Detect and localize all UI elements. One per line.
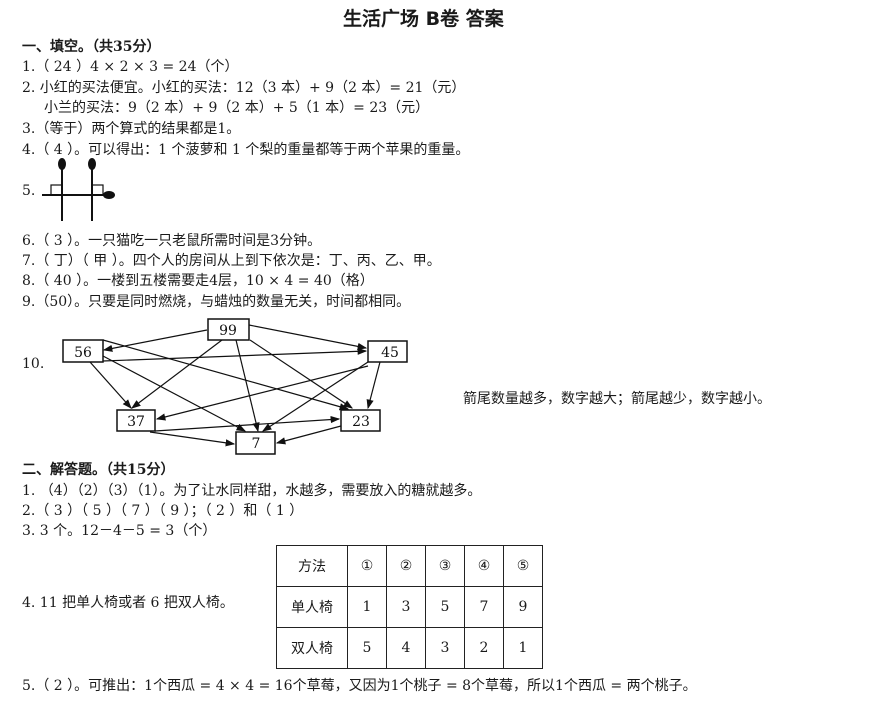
table-cell: ⑤: [503, 545, 543, 587]
answer-line: 2.（ 3 ）（ 5 ）（ 7 ）（ 9 ）；（ 2 ）和（ 1 ）: [22, 503, 304, 519]
node-7: 7: [252, 436, 261, 452]
section2-heading: 二、解答题。（共15分）: [22, 462, 175, 478]
node-23: 23: [352, 414, 370, 430]
table-cell: 1: [347, 586, 387, 628]
table-cell: 2: [464, 627, 504, 669]
answer-line: 4. 11 把单人椅或者 6 把双人椅。: [22, 595, 234, 611]
table-cell: 双人椅: [276, 627, 348, 669]
node-45: 45: [381, 345, 399, 361]
page-title: 生活广场 B卷 答案: [343, 8, 504, 30]
perpendicular-lines-figure: [42, 158, 115, 221]
answer-line: 10.: [22, 356, 45, 372]
table-cell: 3: [386, 586, 426, 628]
table-cell: 方法: [276, 545, 348, 587]
node-box: [340, 409, 381, 432]
answer-line: 1.（ 24 ）4 × 2 × 3 = 24（个）: [22, 59, 239, 75]
answer-line: 5.: [22, 183, 36, 199]
table-cell: 4: [386, 627, 426, 669]
table-row: 单人椅 1 3 5 7 9: [276, 586, 543, 628]
table-cell: 单人椅: [276, 586, 348, 628]
table-cell: ③: [425, 545, 465, 587]
node-99: 99: [219, 323, 237, 339]
node-56: 56: [74, 345, 92, 361]
diagram-note: 箭尾数量越多，数字越大；箭尾越少，数字越小。: [463, 391, 771, 407]
arrow-diagram: [89, 324, 381, 447]
answer-line: 1. （4）（2）（3）（1）。为了让水同样甜，水越多，需要放入的糖就越多。: [22, 483, 482, 499]
answer-line: 2. 小红的买法便宜。小红的买法：12（3 本）+ 9（2 本）= 21（元）: [22, 80, 466, 96]
answer-line: 小兰的买法：9（2 本）+ 9（2 本）+ 5（1 本）= 23（元）: [44, 100, 430, 116]
table-cell: ①: [347, 545, 387, 587]
table-cell: 1: [503, 627, 543, 669]
table-row: 双人椅 5 4 3 2 1: [276, 627, 543, 669]
node-37: 37: [127, 414, 145, 430]
node-box: [62, 339, 104, 363]
table-cell: 5: [347, 627, 387, 669]
table-cell: 7: [464, 586, 504, 628]
node-box: [116, 409, 156, 432]
answer-line: 8.（ 40 ）。一楼到五楼需要走4层，10 × 4 = 40（格）: [22, 273, 374, 289]
node-box: [367, 340, 408, 363]
node-box: [207, 318, 250, 341]
answer-line: 3. 3 个。12－4－5 = 3（个）: [22, 523, 217, 539]
answer-line: 9.（50）。只要是同时燃烧，与蜡烛的数量无关，时间都相同。: [22, 294, 411, 310]
answer-line: 3.（等于）两个算式的结果都是1。: [22, 121, 241, 137]
table-cell: 3: [425, 627, 465, 669]
section1-heading: 一、填空。（共35分）: [22, 39, 161, 55]
table-cell: 5: [425, 586, 465, 628]
table-header-row: 方法 ① ② ③ ④ ⑤: [276, 545, 543, 587]
answer-line: 4.（ 4 ）。可以得出：1 个菠萝和 1 个梨的重量都等于两个苹果的重量。: [22, 142, 470, 158]
answer-line: 7.（ 丁）（ 甲 ）。四个人的房间从上到下依次是：丁、丙、乙、甲。: [22, 253, 441, 269]
answer-line: 5.（ 2 ）。可推出：1个西瓜 = 4 × 4 = 16个草莓，又因为1个桃子…: [22, 678, 697, 694]
table-cell: ④: [464, 545, 504, 587]
node-box: [235, 431, 276, 455]
table-cell: 9: [503, 586, 543, 628]
answer-line: 6.（ 3 ）。一只猫吃一只老鼠所需时间是3分钟。: [22, 233, 322, 249]
table-cell: ②: [386, 545, 426, 587]
chair-table: 方法 ① ② ③ ④ ⑤ 单人椅 1 3 5 7 9 双人椅 5 4 3 2 1: [276, 545, 543, 669]
